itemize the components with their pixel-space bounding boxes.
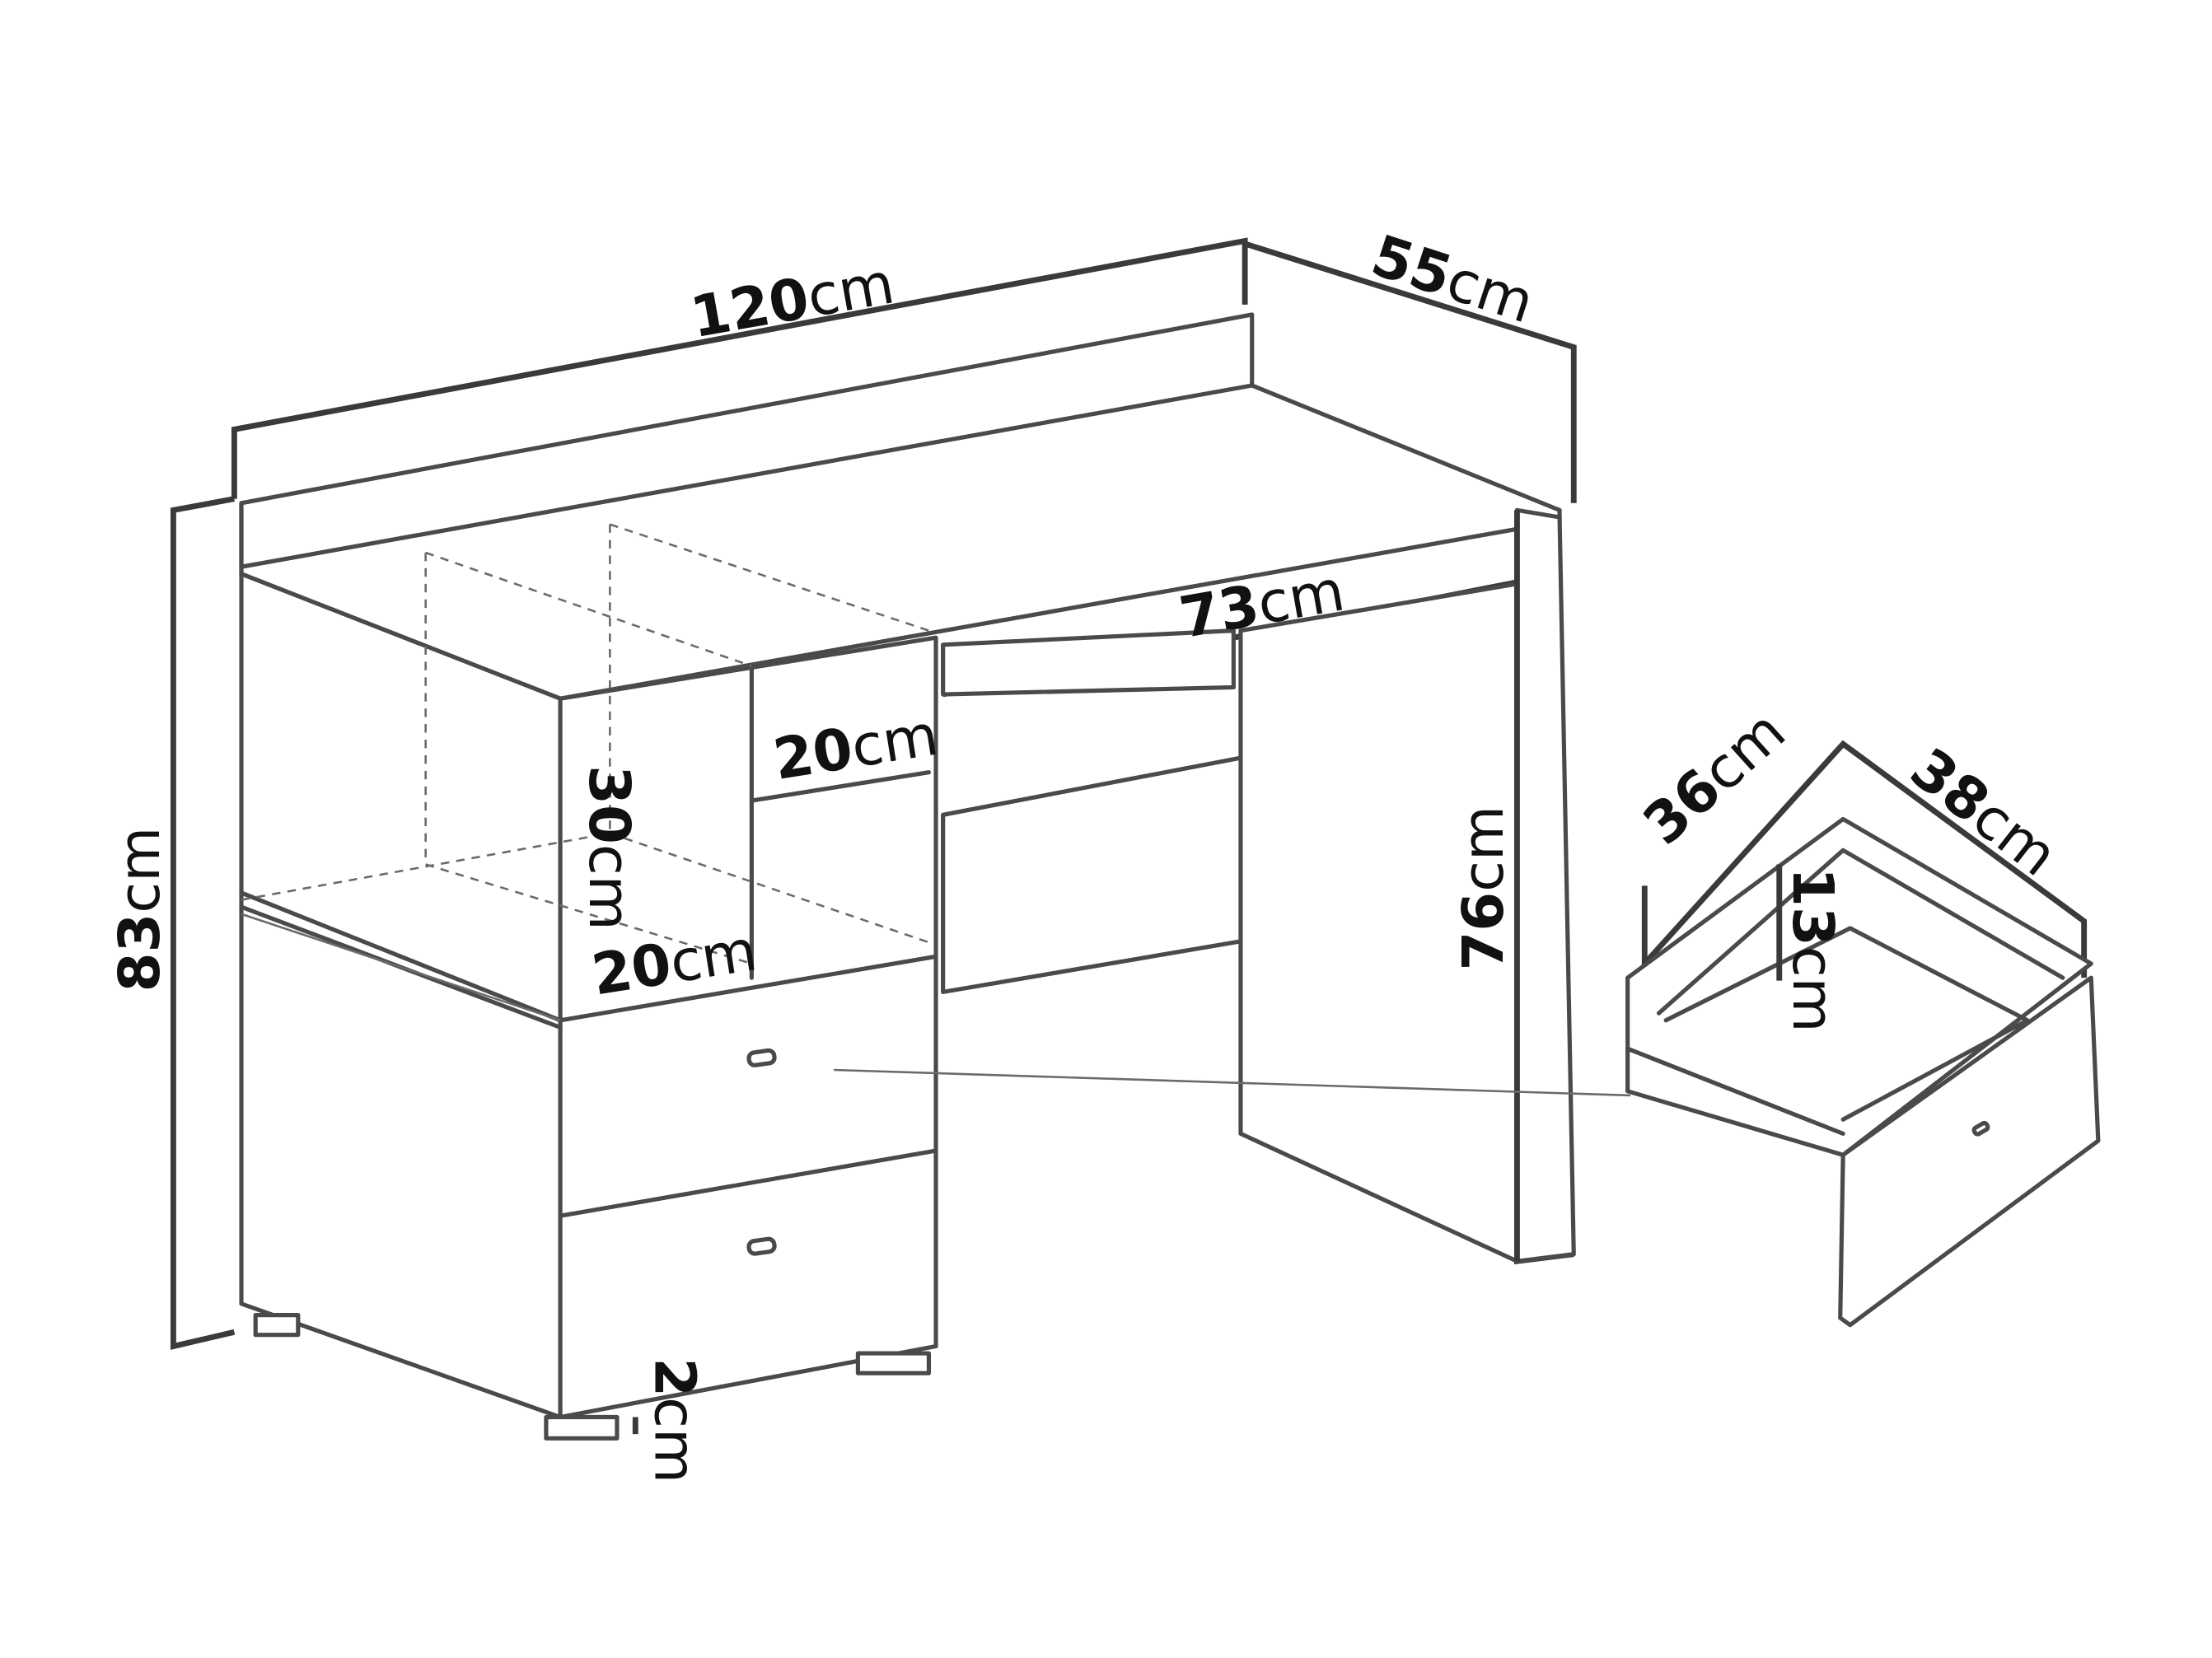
label-knee-width: 73cm	[1175, 558, 1349, 652]
label-shelf-height: 30cm	[576, 765, 642, 931]
label-depth: 55cm	[1364, 222, 1542, 336]
label-drawer-width: 36cm	[1631, 698, 1798, 858]
label-shelf-width: 20cm	[587, 918, 761, 1008]
drawer-detail	[1625, 740, 2101, 1328]
drawer-knob-top	[746, 1048, 777, 1067]
label-height-total: 83cm	[107, 827, 173, 992]
label-height-desk: 76cm	[1451, 806, 1517, 971]
drawer-knob-bottom	[746, 1236, 777, 1256]
label-width: 120cm	[686, 250, 900, 351]
drawer-detail-knob	[1971, 1120, 1990, 1137]
label-shelf-depth: 20cm	[769, 703, 942, 793]
label-feet-height: 2cm	[641, 1357, 707, 1483]
label-drawer-height: 13cm	[1779, 867, 1845, 1033]
desk-body	[239, 312, 1631, 1441]
